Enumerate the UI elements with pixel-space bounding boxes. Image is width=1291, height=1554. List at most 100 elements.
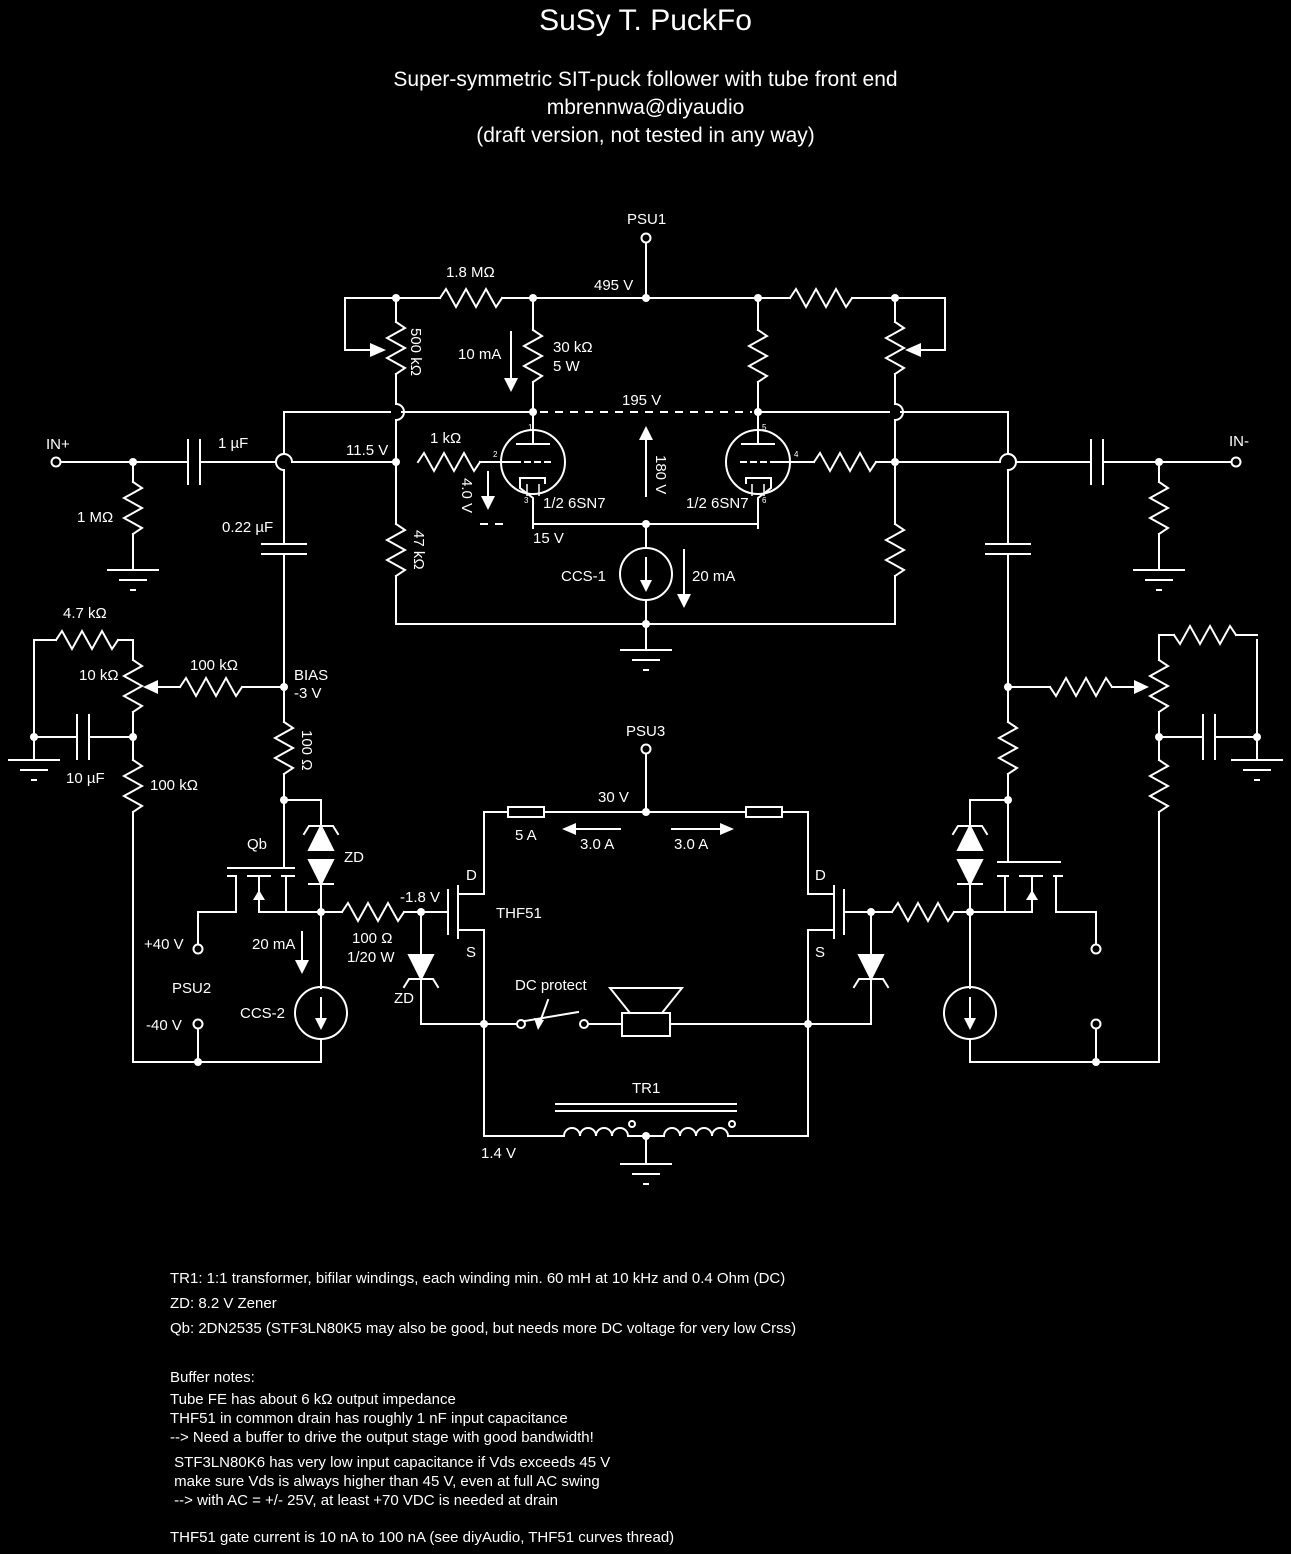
buffer-note-4: STF3LN80K6 has very low input capacitanc… bbox=[170, 1454, 611, 1471]
subtitle-line-2: mbrennwa@diyaudio bbox=[546, 96, 745, 119]
v-495-label: 495 V bbox=[594, 277, 633, 294]
c-0u22-label: 0.22 µF bbox=[222, 519, 273, 536]
source-r-label: S bbox=[815, 944, 825, 961]
r-100r-label: 100 Ω bbox=[298, 730, 315, 770]
cap-0u22: 0.22 µF bbox=[222, 519, 307, 555]
v-30-label: 30 V bbox=[598, 789, 629, 806]
i-3a-left-label: 3.0 A bbox=[580, 836, 614, 853]
plus40-terminal[interactable] bbox=[192, 943, 204, 955]
resistor-1meg bbox=[121, 480, 145, 536]
fuse-label: 5 A bbox=[515, 827, 537, 844]
minus40-terminal[interactable] bbox=[192, 1018, 204, 1030]
qb-left: Qb bbox=[197, 836, 322, 946]
fuse-left bbox=[507, 806, 545, 818]
pin-3-label: 3 bbox=[524, 496, 529, 505]
zd-buffer-left: ZD bbox=[283, 799, 364, 913]
page-title: SuSy T. PuckFo bbox=[539, 4, 752, 37]
buffer-note-3: --> Need a buffer to drive the output st… bbox=[170, 1429, 594, 1446]
resistor-1m8 bbox=[438, 286, 504, 310]
input-right: IN- bbox=[891, 433, 1249, 591]
resistor-47k: 47 kΩ bbox=[384, 461, 427, 625]
r-30k-label: 30 kΩ bbox=[553, 339, 593, 356]
psu1-label: PSU1 bbox=[627, 211, 666, 228]
ccs-1-label: CCS-1 bbox=[561, 568, 606, 585]
zd-label: ZD bbox=[344, 849, 364, 866]
dc-protect-switch[interactable]: DC protect bbox=[483, 977, 589, 1030]
resistor-4k7 bbox=[54, 628, 120, 652]
tube-left: 1 2 3 1/2 6SN7 bbox=[493, 423, 606, 529]
buffer-note-1: Tube FE has about 6 kΩ output impedance bbox=[170, 1391, 456, 1408]
v-4-0-label: 4.0 V bbox=[458, 478, 475, 513]
v-195-label: 195 V bbox=[622, 392, 661, 409]
i-10ma-label: 10 mA bbox=[458, 346, 501, 363]
buffer-note-2: THF51 in common drain has roughly 1 nF i… bbox=[170, 1410, 568, 1427]
resistor-30k-right bbox=[746, 297, 770, 441]
drain-r-label: D bbox=[815, 867, 826, 884]
bias-right bbox=[1004, 623, 1283, 1063]
resistor-1k: 1 kΩ bbox=[416, 430, 504, 474]
r-4k7-label: 4.7 kΩ bbox=[63, 605, 107, 622]
resistor-30k: 30 kΩ 5 W 10 mA bbox=[458, 297, 593, 441]
c-1u-label: 1 µF bbox=[218, 435, 248, 452]
r-1meg-label: 1 MΩ bbox=[77, 509, 113, 526]
tube-left-label: 1/2 6SN7 bbox=[543, 495, 606, 512]
source-l-label: S bbox=[466, 944, 476, 961]
psu2-label: PSU2 bbox=[172, 980, 211, 997]
in-plus-terminal[interactable] bbox=[50, 456, 62, 468]
psu3-terminal[interactable] bbox=[640, 743, 652, 755]
buffer-heading: Buffer notes: bbox=[170, 1369, 255, 1386]
bias-v-label: -3 V bbox=[294, 685, 322, 702]
psu3-rail: PSU3 30 V 5 A 3.0 A 3.0 A bbox=[483, 723, 809, 853]
r-30k-power-label: 5 W bbox=[553, 358, 581, 375]
pin-2-label: 2 bbox=[493, 450, 498, 459]
r-100k-label: 100 kΩ bbox=[190, 657, 238, 674]
resistor-1k-right bbox=[789, 450, 896, 474]
in-minus-terminal[interactable] bbox=[1230, 456, 1242, 468]
buffer-note-7: THF51 gate current is 10 nA to 100 nA (s… bbox=[170, 1529, 675, 1546]
psu1-rail: PSU1 1.8 MΩ 495 V bbox=[344, 211, 946, 310]
thf51-label: THF51 bbox=[496, 905, 542, 922]
r-47k-label: 47 kΩ bbox=[410, 530, 427, 570]
i-20ma-label: 20 mA bbox=[692, 568, 735, 585]
pot-500k-body bbox=[384, 320, 408, 376]
i-20ma-b-label: 20 mA bbox=[252, 936, 295, 953]
in-minus-label: IN- bbox=[1229, 433, 1249, 450]
zd2-label: ZD bbox=[394, 990, 414, 1007]
v-minus40-label: -40 V bbox=[146, 1017, 182, 1034]
subtitle-line-3: (draft version, not tested in any way) bbox=[476, 124, 815, 147]
resistor-100r: 100 Ω bbox=[272, 719, 315, 869]
resistor-1m8-right bbox=[788, 286, 854, 310]
buffer-note-6: --> with AC = +/- 25V, at least +70 VDC … bbox=[170, 1492, 559, 1509]
zd-gate-left: ZD bbox=[394, 911, 440, 1025]
qb-label: Qb bbox=[247, 836, 267, 853]
thf51-left: D S THF51 bbox=[447, 811, 542, 1137]
r-100r-b-label: 100 Ω bbox=[352, 930, 392, 947]
pin-4-label: 4 bbox=[794, 450, 799, 459]
pin-6-label: 6 bbox=[762, 496, 767, 505]
resistor-100k bbox=[178, 675, 244, 699]
ccs-2: CCS-2 bbox=[240, 986, 348, 1040]
note-tr1: TR1: 1:1 transformer, bifilar windings, … bbox=[170, 1270, 786, 1287]
note-zd: ZD: 8.2 V Zener bbox=[170, 1295, 277, 1312]
i-3a-right-label: 3.0 A bbox=[674, 836, 708, 853]
tube-right: 5 4 6 1/2 6SN7 bbox=[686, 423, 799, 529]
r-100k-b-label: 100 kΩ bbox=[150, 777, 198, 794]
v-15-label: 15 V bbox=[533, 530, 564, 547]
input-left: IN+ 1 µF 1 MΩ 11.5 V bbox=[46, 435, 400, 591]
pin-1-label: 1 bbox=[528, 423, 533, 432]
pin-5-label: 5 bbox=[762, 423, 767, 432]
r-1k-label: 1 kΩ bbox=[430, 430, 461, 447]
dc-protect-label: DC protect bbox=[515, 977, 588, 994]
tr1-label: TR1 bbox=[632, 1080, 660, 1097]
resistor-100r-b: 100 Ω 1/20 W bbox=[320, 900, 449, 966]
pot-10k-label: 10 kΩ bbox=[79, 667, 119, 684]
resistor-100k-b bbox=[121, 758, 145, 814]
v-plus40-label: +40 V bbox=[144, 936, 184, 953]
subtitle: Super-symmetric SIT-puck follower with t… bbox=[0, 66, 1291, 150]
psu1-terminal[interactable] bbox=[640, 232, 652, 244]
fuse-right bbox=[745, 806, 783, 818]
tube-right-label: 1/2 6SN7 bbox=[686, 495, 749, 512]
subtitle-line-1: Super-symmetric SIT-puck follower with t… bbox=[393, 68, 898, 91]
ccs-2-label: CCS-2 bbox=[240, 1005, 285, 1022]
